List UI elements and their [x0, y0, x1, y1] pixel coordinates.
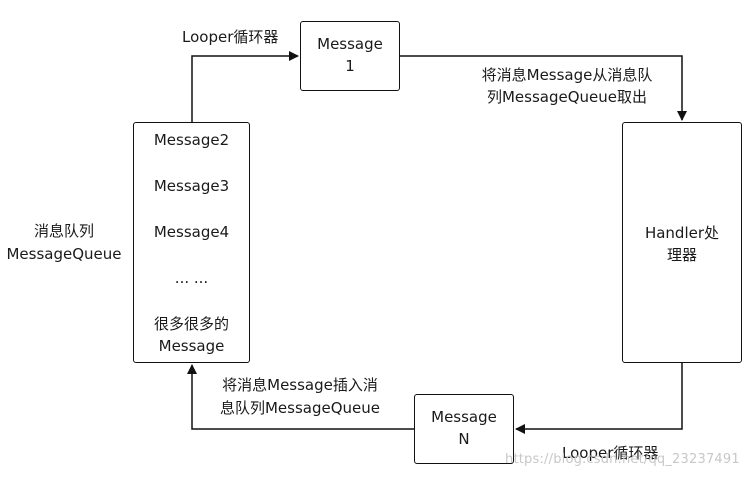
watermark: https://blog.csdn.net/qq_23237491	[505, 452, 740, 467]
take-out-label-line2: 列MessageQueue取出	[486, 88, 648, 106]
message-n-box: Message N	[414, 394, 514, 464]
arrow-handler-to-messageN	[515, 363, 683, 434]
queue-item-many-line2: Message	[158, 337, 225, 355]
queue-name-line2: MessageQueue	[6, 245, 122, 263]
message-n-line2: N	[458, 430, 470, 448]
handler-box: Handler处 理器	[622, 122, 742, 363]
handler-line1: Handler处	[644, 224, 720, 242]
looper-bottom-label: Looper循环器	[562, 444, 659, 462]
queue-item: Message3	[153, 177, 230, 195]
insert-label-line1: 将消息Message插入消	[222, 376, 378, 394]
queue-item-ellipsis: ... ...	[174, 269, 209, 287]
message-queue-box: Message2 Message3 Message4 ... ... 很多很多的…	[133, 122, 250, 363]
message-n-line1: Message	[431, 408, 497, 426]
message-1-box: Message 1	[300, 21, 400, 91]
queue-item: Message2	[153, 131, 230, 149]
queue-item-many-line1: 很多很多的	[153, 315, 229, 333]
arrow-messageN-to-queue	[187, 364, 414, 430]
message-1-line2: 1	[345, 57, 355, 75]
handler-line2: 理器	[666, 246, 697, 264]
queue-item: Message4	[153, 223, 230, 241]
looper-top-label: Looper循环器	[182, 28, 279, 46]
arrow-queue-to-message1	[191, 51, 299, 122]
arrow-message1-to-handler	[400, 55, 687, 121]
insert-label-line2: 息队列MessageQueue	[219, 399, 381, 417]
message-1-line1: Message	[317, 35, 383, 53]
take-out-label-line1: 将消息Message从消息队	[481, 66, 653, 84]
queue-name-line1: 消息队列	[33, 222, 94, 240]
